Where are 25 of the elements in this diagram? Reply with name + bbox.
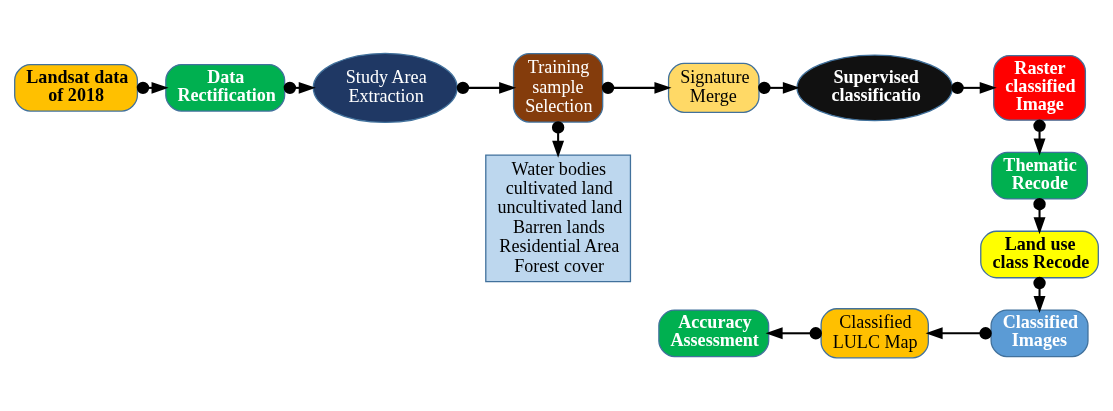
node-box: Accuracy Assessment [658, 309, 770, 358]
node-ellipse: Study Area Extraction [312, 52, 458, 124]
arrow [456, 81, 517, 95]
arrow [551, 121, 565, 158]
node-box: Data Rectification [165, 63, 286, 112]
arrow [283, 81, 316, 95]
node-box: Raster classified Image [993, 54, 1087, 121]
node-box: Signature Merge [667, 62, 760, 114]
arrow [1033, 276, 1046, 314]
node-box: Classified LULC Map [820, 308, 929, 359]
node-box: Training sample Selection [512, 53, 604, 123]
arrow [1033, 198, 1046, 235]
node-box: Classified Images [990, 309, 1089, 358]
arrow [925, 327, 992, 340]
node-box: Landsat data of 2018 [14, 63, 139, 112]
node-box: Thematic Recode [991, 151, 1088, 200]
arrow [951, 81, 997, 95]
arrow [601, 81, 672, 95]
arrow [765, 327, 822, 340]
node-ellipse: Supervised classificatio [796, 54, 954, 122]
arrow [1033, 119, 1046, 156]
node-box: Water bodies cultivated land uncultivated land Barren lands Residential Area Forest cover [485, 154, 632, 283]
arrow [758, 81, 800, 95]
arrow [136, 81, 169, 95]
node-box: Land use class Recode [980, 230, 1099, 279]
